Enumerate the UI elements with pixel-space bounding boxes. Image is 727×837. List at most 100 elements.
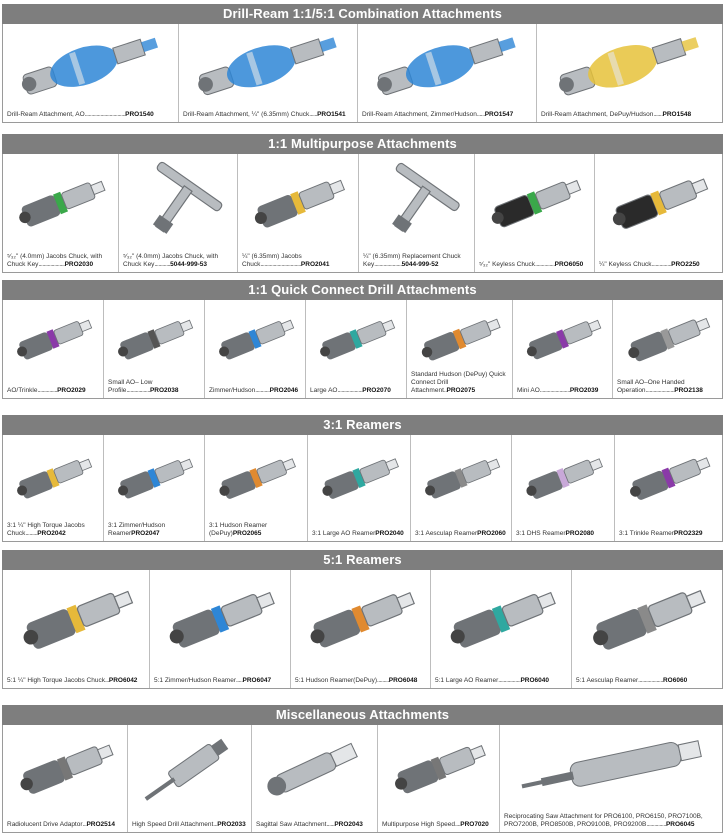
product-description: Drill-Ream Attachment, ¼" (6.35mm) Chuck	[183, 111, 310, 118]
product-cell-pro2250[interactable]: ¼" Keyless Chuck...............PRO2250	[595, 154, 722, 272]
reamer-attachment-icon	[150, 572, 290, 666]
product-caption: 3:1 Aesculap ReamerPRO2060	[415, 530, 508, 538]
product-caption: Multipurpose High Speed....PRO7020	[382, 821, 496, 829]
product-code: PRO1541	[317, 111, 346, 118]
leader-dots: ...	[213, 821, 218, 828]
product-caption: 5:1 Hudson Reamer(DePuy).........PRO6048	[295, 677, 427, 685]
product-description: 5:1 Large AO Reamer	[435, 677, 499, 684]
product-cell-5044-999-53[interactable]: ⁵⁄₃₂" (4.0mm) Jacobs Chuck, with Chuck K…	[119, 154, 238, 272]
product-row: Radiolucent Drive Adaptor...PRO2514 High…	[2, 725, 723, 833]
reamer-attachment-icon	[431, 572, 571, 666]
product-cell-pro2033[interactable]: High Speed Drill Attachment...PRO2033	[128, 725, 252, 832]
product-description: Mini AO	[517, 387, 540, 394]
leader-dots: ...	[82, 821, 87, 828]
product-code: PRO1540	[125, 111, 154, 118]
leader-dots: .....................	[374, 261, 402, 268]
product-row: 3:1 ¼" High Torque Jacobs Chuck.........…	[2, 435, 723, 542]
product-description: Drill-Ream Attachment, Zimmer/Hudson	[362, 111, 477, 118]
product-description: 3:1 Zimmer/Hudson Reamer	[108, 522, 166, 537]
quick-connect-attachment-icon	[613, 302, 722, 376]
product-description: 3:1 Large AO Reamer	[312, 530, 376, 537]
product-caption: Drill-Ream Attachment, ¼" (6.35mm) Chuck…	[183, 111, 354, 119]
leader-dots: ............	[154, 261, 171, 268]
product-cell-pro2040[interactable]: 3:1 Large AO ReamerPRO2040	[308, 435, 411, 541]
product-cell-pro2038[interactable]: Small AO– Low Profile..................P…	[104, 300, 205, 398]
product-cell-pro1541[interactable]: Drill-Ream Attachment, ¼" (6.35mm) Chuck…	[179, 24, 358, 122]
quick-connect-attachment-icon	[513, 302, 612, 376]
leader-dots: ..................	[126, 387, 150, 394]
product-code: PRO2070	[362, 387, 391, 394]
product-description: High Speed Drill Attachment	[132, 821, 214, 828]
product-cell-pro7020[interactable]: Multipurpose High Speed....PRO7020	[378, 725, 500, 832]
reamer-attachment-icon	[205, 437, 307, 519]
product-description: ¼" (6.35mm) Jacobs Chuck	[242, 253, 302, 268]
reamer-chuck-icon	[3, 437, 103, 519]
product-description: 3:1 Aesculap Reamer	[415, 530, 478, 537]
product-caption: Drill-Ream Attachment, AO...............…	[7, 111, 175, 119]
product-cell-pro6040[interactable]: 5:1 Large AO Reamer.................PRO6…	[431, 570, 572, 688]
product-cell-pro6042[interactable]: 5:1 ¼" High Torque Jacobs Chuck...PRO604…	[3, 570, 150, 688]
product-cell-pro2329[interactable]: 3:1 Trinkle ReamerPRO2329	[615, 435, 722, 541]
product-code: PRO2075	[446, 387, 476, 394]
product-caption: AO/Trinkle...............PRO2029	[7, 387, 100, 395]
product-cell-pro2029[interactable]: AO/Trinkle...............PRO2029	[3, 300, 104, 398]
product-cell-pro2042[interactable]: 3:1 ¼" High Torque Jacobs Chuck.........…	[3, 435, 104, 541]
product-code: PRO6048	[388, 677, 418, 684]
product-code: PRO2041	[300, 261, 330, 268]
product-cell-pro2065[interactable]: 3:1 Hudson Reamer (DePuy)PRO2065	[205, 435, 308, 541]
product-caption: 5:1 Zimmer/Hudson Reamer.....PRO6047	[154, 677, 287, 685]
product-row: 5:1 ¼" High Torque Jacobs Chuck...PRO604…	[2, 570, 723, 689]
product-cell-pro2138[interactable]: Small AO–One Handed Operation...........…	[613, 300, 722, 398]
reamer-attachment-icon	[104, 437, 204, 519]
product-caption: 3:1 ¼" High Torque Jacobs Chuck.........…	[7, 522, 100, 538]
leader-dots: ..	[443, 387, 447, 394]
section-5-1-reamers: 5:1 Reamers 5:1 ¼" High Torque Jacobs Ch…	[2, 550, 723, 689]
product-code: 5044-999-53	[170, 261, 207, 268]
product-row: Drill-Ream Attachment, AO...............…	[2, 24, 723, 123]
reamer-attachment-icon	[411, 437, 511, 519]
leader-dots: ......	[309, 111, 318, 118]
leader-dots: ...............	[37, 387, 58, 394]
product-code: PRO6042	[108, 677, 138, 684]
chuck-key-icon	[359, 156, 474, 250]
section-title: Miscellaneous Attachments	[2, 705, 723, 725]
product-cell-5044-999-52[interactable]: ¼" (6.35mm) Replacement Chuck Key.......…	[359, 154, 475, 272]
leader-dots: ...............	[651, 261, 672, 268]
product-cell-pro2043[interactable]: Sagittal Saw Attachment......PRO2043	[252, 725, 378, 832]
product-code: PRO2042	[37, 530, 66, 537]
product-cell-ro6060[interactable]: 5:1 Aesculap Reamer...................RO…	[572, 570, 722, 688]
product-cell-pro1540[interactable]: Drill-Ream Attachment, AO...............…	[3, 24, 179, 122]
product-cell-pro2041[interactable]: ¼" (6.35mm) Jacobs Chuck................…	[238, 154, 359, 272]
product-caption: Zimmer/Hudson...........PRO2046	[209, 387, 302, 395]
product-cell-pro2047[interactable]: 3:1 Zimmer/Hudson ReamerPRO2047	[104, 435, 205, 541]
product-cell-pro2514[interactable]: Radiolucent Drive Adaptor...PRO2514	[3, 725, 128, 832]
product-cell-pro2080[interactable]: 3:1 DHS ReamerPRO2080	[512, 435, 615, 541]
product-cell-pro1548[interactable]: Drill-Ream Attachment, DePuy/Hudson.....…	[537, 24, 722, 122]
section-1-1-quick-connect-drill-attachments: 1:1 Quick Connect Drill Attachments AO/T…	[2, 280, 723, 399]
product-code: PRO2065	[232, 530, 262, 537]
product-code: PRO2039	[569, 387, 599, 394]
product-cell-pro2075[interactable]: Standard Hudson (DePuy) Quick Connect Dr…	[407, 300, 513, 398]
leader-dots: ...	[104, 677, 109, 684]
product-caption: ¼" (6.35mm) Replacement Chuck Key.......…	[363, 253, 471, 269]
combination-attachment-blue-icon	[537, 26, 722, 100]
product-cell-pro2070[interactable]: Large AO...................PRO2070	[306, 300, 407, 398]
product-cell-pro1547[interactable]: Drill-Ream Attachment, Zimmer/Hudson....…	[358, 24, 537, 122]
product-code: PRO2029	[57, 387, 86, 394]
product-cell-pro2039[interactable]: Mini AO.......................PRO2039	[513, 300, 613, 398]
product-cell-pro6050[interactable]: ⁵⁄₃₂" Keyless Chuck...............PRO605…	[475, 154, 595, 272]
product-caption: ⁵⁄₃₂" (4.0mm) Jacobs Chuck, with Chuck K…	[123, 253, 234, 269]
product-description: Drill-Ream Attachment, AO	[7, 111, 85, 118]
product-cell-pro2060[interactable]: 3:1 Aesculap ReamerPRO2060	[411, 435, 512, 541]
product-cell-pro6047[interactable]: 5:1 Zimmer/Hudson Reamer.....PRO6047	[150, 570, 291, 688]
product-caption: High Speed Drill Attachment...PRO2033	[132, 821, 248, 829]
product-description: Radiolucent Drive Adaptor	[7, 821, 83, 828]
product-cell-pro2030[interactable]: ⁵⁄₃₂" (4.0mm) Jacobs Chuck, with Chuck K…	[3, 154, 119, 272]
reamer-attachment-icon	[308, 437, 410, 519]
product-cell-pro2046[interactable]: Zimmer/Hudson...........PRO2046	[205, 300, 306, 398]
quick-connect-attachment-icon	[205, 302, 305, 376]
product-code: PRO6047	[242, 677, 272, 684]
leader-dots: ...................	[638, 677, 663, 684]
product-cell-pro6045[interactable]: Reciprocating Saw Attachment for PRO6100…	[500, 725, 722, 832]
product-cell-pro6048[interactable]: 5:1 Hudson Reamer(DePuy).........PRO6048	[291, 570, 431, 688]
